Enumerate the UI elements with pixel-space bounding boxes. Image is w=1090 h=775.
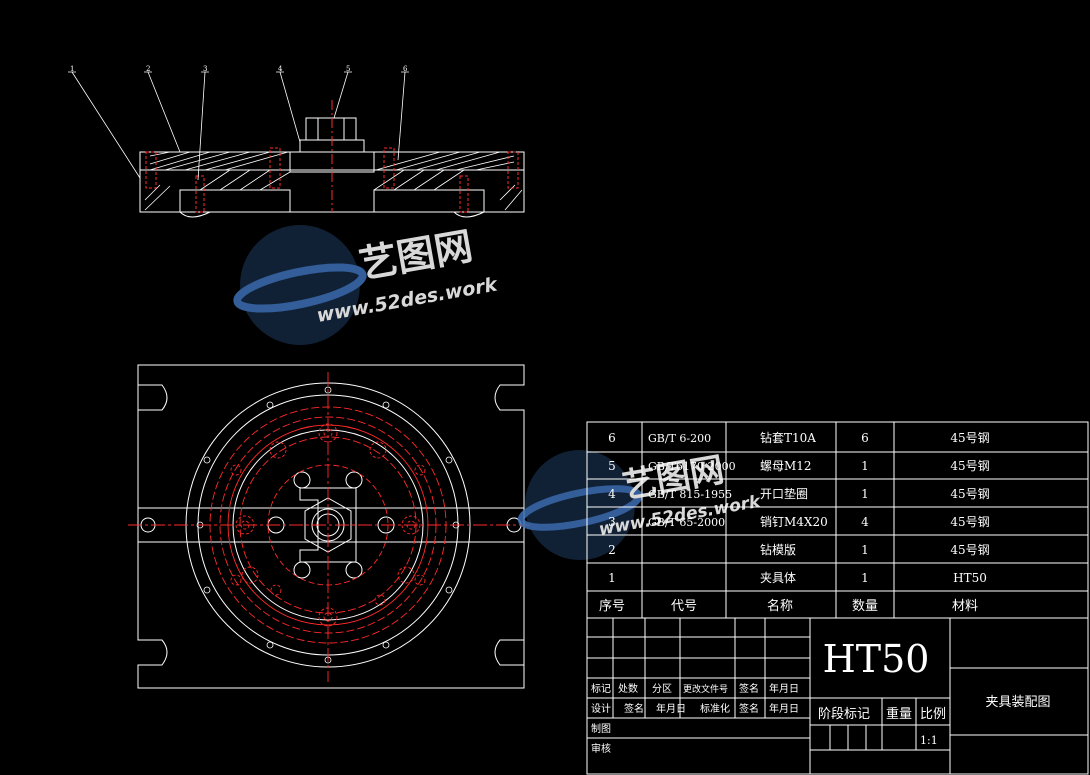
- bom-cell-code: GB/T6170-2000: [648, 460, 736, 473]
- bom-cell-qty: 1: [861, 487, 869, 501]
- bom-cell-material: 45号钢: [950, 431, 989, 445]
- bom-cell-no: 1: [608, 571, 616, 585]
- bom-cell-name: 钻模版: [760, 542, 796, 557]
- bom-cell-code: GB/T 815-1955: [648, 488, 732, 501]
- label-sign3: 签名: [739, 702, 759, 715]
- bom-cell-no: 4: [608, 487, 616, 501]
- label-weight: 重量: [886, 706, 912, 722]
- bom-header-material: 材料: [952, 599, 978, 614]
- balloon-6: 6: [403, 65, 408, 73]
- bom-header-qty: 数量: [852, 599, 878, 614]
- section-view: [139, 100, 525, 218]
- bom-cell-material: 45号钢: [950, 459, 989, 473]
- bom-header-no: 序号: [599, 599, 625, 614]
- balloon-labels: 1 2 3 4 5 6: [70, 65, 408, 73]
- bom-cell-name: 夹具体: [760, 571, 796, 585]
- label-design: 设计: [591, 702, 611, 715]
- bom-cell-name: 开口垫圈: [760, 486, 808, 501]
- bom-cell-no: 3: [608, 515, 616, 529]
- label-scale: 比例: [920, 707, 946, 722]
- bom-cell-qty: 1: [861, 459, 869, 473]
- globe-logo-icon-2: [517, 450, 643, 560]
- label-drawn: 制图: [591, 722, 611, 735]
- bom-header-name: 名称: [767, 598, 793, 614]
- label-mark: 标记: [591, 683, 611, 695]
- balloon-3: 3: [203, 65, 207, 73]
- bom-cell-name: 销钉M4X20: [760, 515, 828, 529]
- globe-logo-icon: [233, 225, 367, 345]
- title-block-text: HT50 夹具装配图 标记 处数 分区 更改文件号 签名 年月日 设计 签名 年…: [591, 637, 1051, 755]
- bom-cell-code: GB/T 65-2000: [648, 516, 725, 529]
- label-count: 处数: [618, 682, 638, 695]
- bom-rows: 6 GB/T 6-200 钻套T10A 6 45号钢 5 GB/T6170-2000 螺母M1…: [608, 430, 989, 585]
- label-change-doc: 更改文件号: [683, 683, 728, 695]
- scale-value: 1:1: [920, 734, 938, 747]
- bom-cell-qty: 1: [861, 571, 869, 585]
- label-sign2: 签名: [624, 702, 644, 715]
- bom-cell-material: 45号钢: [950, 487, 989, 501]
- bom-header-code: 代号: [671, 599, 697, 614]
- bom-cell-no: 2: [608, 543, 616, 557]
- label-date3: 年月日: [769, 702, 799, 715]
- bom-cell-name: 螺母M12: [760, 459, 812, 473]
- balloon-5: 5: [346, 65, 350, 73]
- bom-cell-name: 钻套T10A: [760, 430, 816, 445]
- label-date2: 年月日: [656, 702, 686, 715]
- balloon-1: 1: [70, 65, 74, 73]
- balloon-4: 4: [278, 65, 283, 73]
- bom-cell-material: 45号钢: [950, 543, 989, 557]
- bom-cell-material: 45号钢: [950, 515, 989, 529]
- bom-cell-material: HT50: [953, 571, 987, 585]
- bom-cell-no: 5: [608, 459, 616, 473]
- label-zone: 分区: [652, 683, 672, 695]
- drawing-name: 夹具装配图: [985, 695, 1050, 710]
- label-review: 审核: [591, 742, 611, 755]
- label-date: 年月日: [769, 682, 799, 695]
- material-title: HT50: [823, 637, 930, 681]
- bom-cell-qty: 1: [861, 543, 869, 557]
- bom-cell-qty: 4: [861, 515, 869, 529]
- label-stage: 阶段标记: [818, 707, 870, 722]
- bom-cell-qty: 6: [861, 431, 869, 445]
- label-sign: 签名: [739, 682, 759, 695]
- label-standardize: 标准化: [700, 702, 730, 715]
- leader-lines: [68, 71, 409, 181]
- bom-cell-no: 6: [608, 431, 616, 445]
- balloon-2: 2: [146, 65, 150, 73]
- bom-header: 序号 代号 名称 数量 材料: [599, 598, 978, 614]
- bom-cell-code: GB/T 6-200: [648, 432, 711, 445]
- title-block: [586, 617, 1089, 775]
- center-lines: [128, 372, 530, 682]
